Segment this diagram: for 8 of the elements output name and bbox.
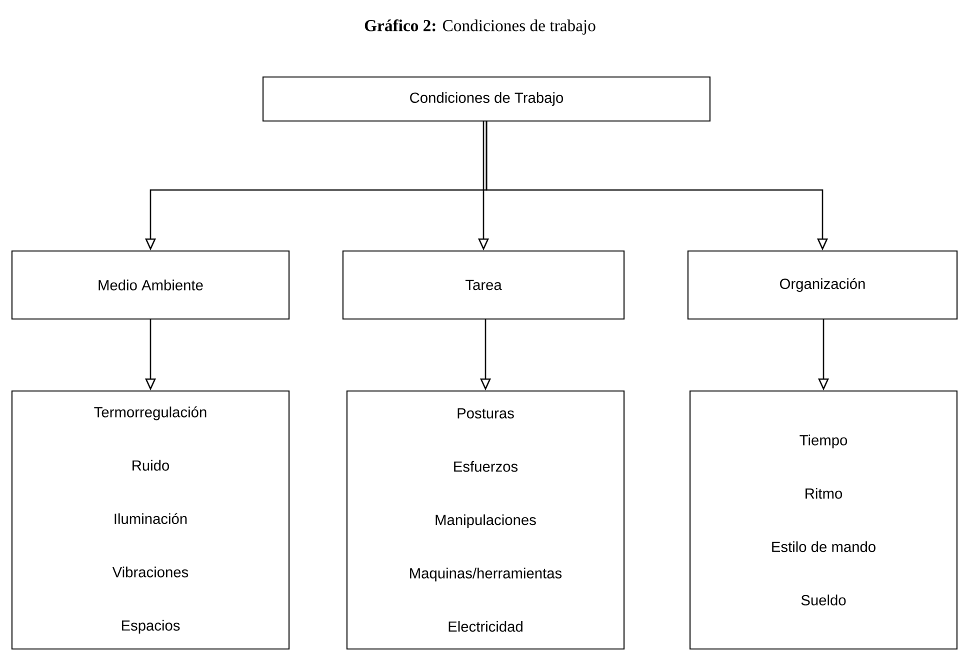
list-box: Tiempo Ritmo Estilo de mando Sueldo: [690, 390, 958, 650]
list-box: Termorregulación Ruido Iluminación Vibraciones Espacios: [11, 390, 290, 650]
list-box: Posturas Esfuerzos Manipulaciones Maquinas/herramientas Electricidad: [346, 390, 625, 650]
category-box: Tarea: [342, 250, 625, 320]
category-box: Medio Ambiente: [11, 250, 290, 320]
category-box: Organización: [687, 250, 958, 320]
title: Gráfico 2: Condiciones de trabajo: [364, 19, 596, 35]
category-box: Condiciones de Trabajo: [262, 76, 710, 122]
